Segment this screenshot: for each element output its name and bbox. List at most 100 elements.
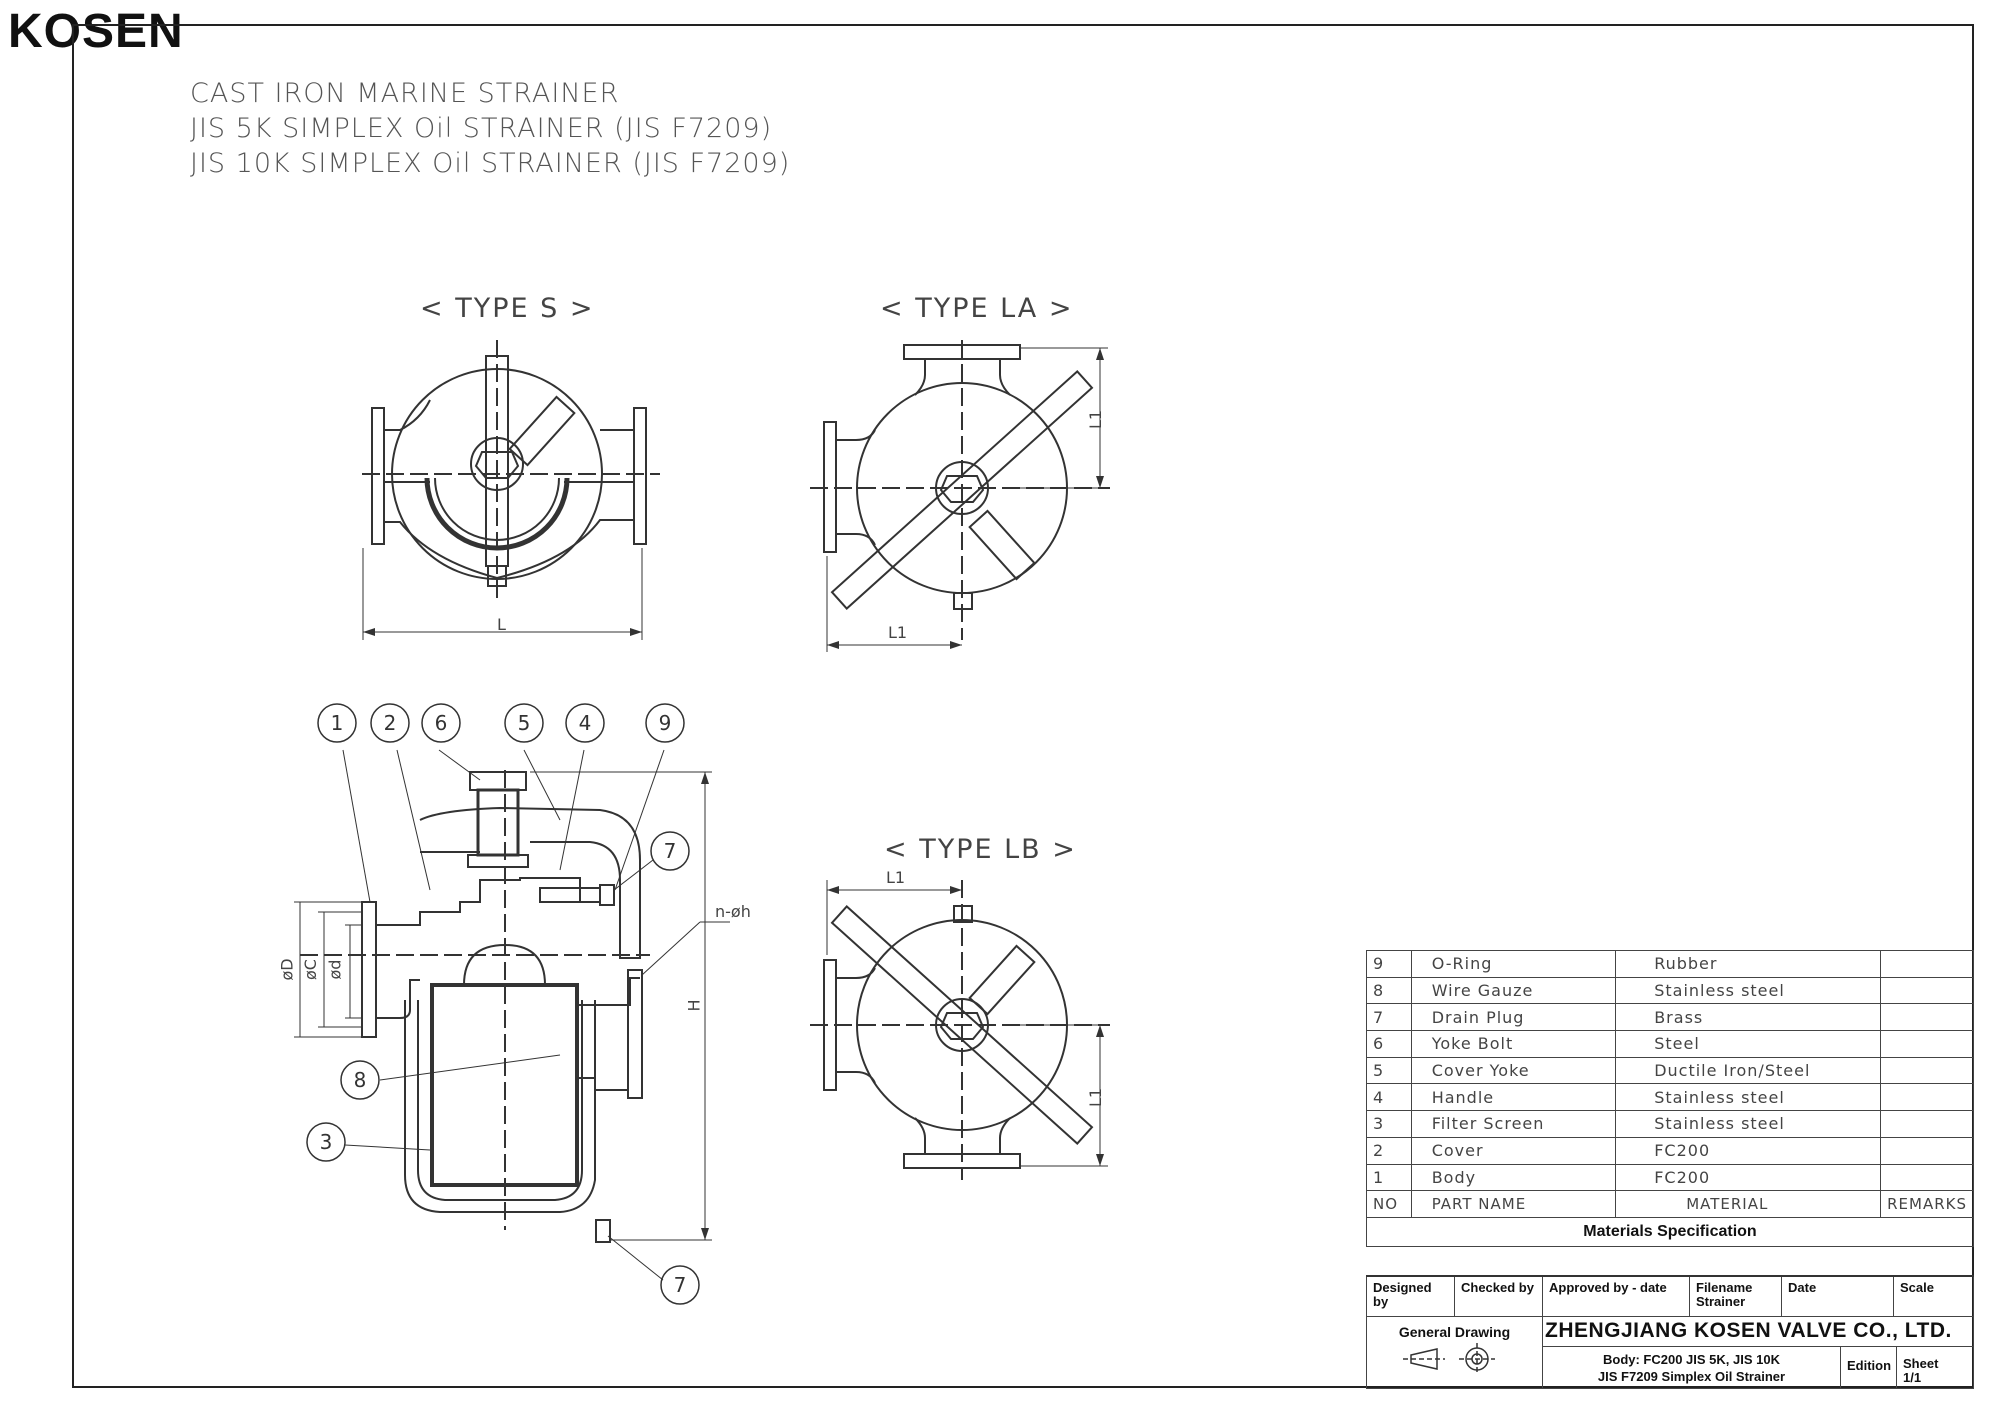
date-label: Date (1781, 1277, 1893, 1317)
company-logo: KOSEN (8, 5, 184, 58)
balloon-5: 5 (518, 711, 531, 735)
part-material: Ductile Iron/Steel (1615, 1056, 1882, 1085)
dim-H: H (684, 999, 704, 1012)
part-remarks (1880, 1083, 1974, 1112)
part-remarks (1880, 1163, 1974, 1192)
balloon-3: 3 (320, 1130, 333, 1154)
title-block: Designed by Checked by Approved by - dat… (1366, 1275, 1974, 1389)
view-label-type-lb: < TYPE LB > (884, 834, 1077, 865)
part-material: Steel (1615, 1030, 1882, 1058)
filename-value: Strainer (1696, 1294, 1746, 1309)
view-label-type-la: < TYPE LA > (880, 293, 1074, 324)
part-no: 7 (1366, 1003, 1412, 1032)
projection-symbol-icon (1403, 1343, 1495, 1375)
company-name: ZHENGJIANG KOSEN VALVE CO., LTD. (1545, 1319, 1952, 1342)
sheet-value: 1/1 (1903, 1370, 1922, 1385)
balloon-7-upper: 7 (664, 839, 677, 863)
part-name: Cover Yoke (1410, 1056, 1617, 1085)
dim-L1-lb-horizontal: L1 (886, 868, 906, 887)
part-no: 2 (1366, 1136, 1412, 1165)
part-no: 3 (1366, 1110, 1412, 1138)
title-line-3: JIS 10K SIMPLEX Oil STRAINER (JIS F7209) (190, 148, 791, 179)
drawing-frame (72, 24, 1974, 1388)
part-remarks (1880, 976, 1974, 1005)
general-drawing-label: General Drawing (1398, 1324, 1511, 1340)
part-remarks (1880, 1136, 1974, 1165)
part-remarks (1880, 950, 1974, 978)
table-caption: Materials Specification (1366, 1216, 1974, 1247)
part-remarks (1880, 1110, 1974, 1138)
part-balloons (306, 703, 700, 1305)
part-remarks (1880, 1003, 1974, 1032)
balloon-6: 6 (435, 711, 448, 735)
title-line-2: JIS 5K SIMPLEX Oil STRAINER (JIS F7209) (190, 113, 773, 144)
type-la-view (810, 340, 1110, 652)
part-name: Wire Gauze (1410, 976, 1617, 1005)
balloon-2: 2 (384, 711, 397, 735)
approved-by-label: Approved by - date (1542, 1277, 1689, 1317)
checked-by-label: Checked by (1454, 1277, 1542, 1317)
part-name: Handle (1410, 1083, 1617, 1112)
view-label-type-s: < TYPE S > (420, 293, 595, 324)
part-no: 1 (1366, 1163, 1412, 1192)
part-no: 6 (1366, 1030, 1412, 1058)
balloon-1: 1 (331, 711, 344, 735)
part-no: 8 (1366, 976, 1412, 1005)
header-remarks: REMARKS (1880, 1190, 1974, 1218)
part-name: O-Ring (1410, 950, 1617, 978)
type-lb-view (810, 880, 1110, 1180)
part-no: 9 (1366, 950, 1412, 978)
section-view (294, 749, 730, 1281)
dim-dia-d: ød (325, 959, 345, 980)
part-material: FC200 (1615, 1163, 1882, 1192)
part-name: Drain Plug (1410, 1003, 1617, 1032)
table-caption-row: Materials Specification (1366, 1216, 1974, 1247)
dim-dia-C: øC (300, 959, 320, 980)
part-name: Body (1410, 1163, 1617, 1192)
body-spec-cell: Body: FC200 JIS 5K, JIS 10K JIS F7209 Si… (1542, 1347, 1840, 1389)
edition-label: Edition (1840, 1347, 1896, 1389)
part-name: Cover (1410, 1136, 1617, 1165)
part-material: Brass (1615, 1003, 1882, 1032)
type-s-view (362, 340, 660, 640)
dim-dia-D: øD (277, 958, 297, 981)
dim-L-type-s: L (497, 615, 506, 634)
header-material: MATERIAL (1615, 1190, 1882, 1218)
balloon-4: 4 (579, 711, 592, 735)
part-remarks (1880, 1056, 1974, 1085)
part-material: Stainless steel (1615, 1110, 1882, 1138)
sheet-cell: Sheet 1/1 (1896, 1347, 1974, 1389)
company-cell: ZHENGJIANG KOSEN VALVE CO., LTD. (1542, 1317, 1974, 1347)
header-part-name: PART NAME (1410, 1190, 1617, 1218)
part-no: 5 (1366, 1056, 1412, 1085)
part-remarks (1880, 1030, 1974, 1058)
dim-holes: n-øh (715, 902, 751, 921)
balloon-8: 8 (354, 1068, 367, 1092)
filename-cell: Filename Strainer (1689, 1277, 1781, 1317)
part-no: 4 (1366, 1083, 1412, 1112)
part-material: Stainless steel (1615, 976, 1882, 1005)
header-no: NO (1366, 1190, 1412, 1218)
sheet-label: Sheet (1903, 1356, 1939, 1371)
designed-by-label: Designed by (1366, 1277, 1454, 1317)
general-drawing-cell: General Drawing (1366, 1317, 1542, 1389)
dim-L1-lb-vertical: L1 (1086, 1087, 1106, 1108)
balloon-9: 9 (659, 711, 672, 735)
body-spec-line-2: JIS F7209 Simplex Oil Strainer (1597, 1369, 1786, 1384)
part-name: Filter Screen (1410, 1110, 1617, 1138)
dim-L1-la-horizontal: L1 (888, 623, 908, 642)
part-name: Yoke Bolt (1410, 1030, 1617, 1058)
title-line-1: CAST IRON MARINE STRAINER (190, 78, 620, 109)
